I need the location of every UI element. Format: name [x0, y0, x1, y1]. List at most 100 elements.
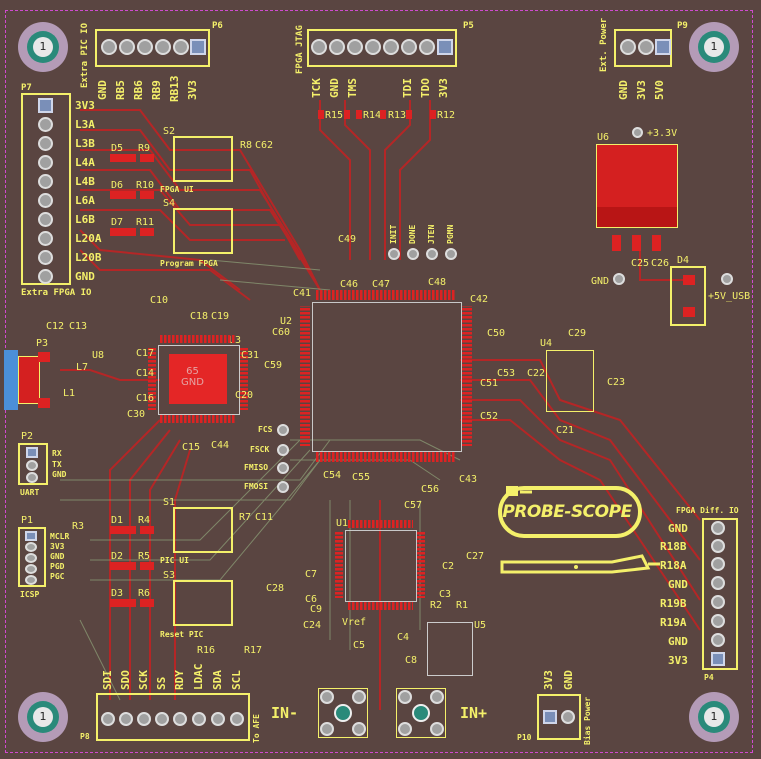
ref-c8: C8 [405, 655, 418, 666]
pad [140, 191, 154, 199]
p2-pin-label: TX [52, 460, 62, 469]
ref-r8: R8 [240, 140, 253, 151]
ref-c10: C10 [150, 295, 169, 306]
p4-pin-label: R18B [660, 540, 687, 553]
pad [110, 526, 136, 534]
ref-c43: C43 [459, 474, 478, 485]
pad [140, 228, 154, 236]
label-vref: Vref [342, 617, 367, 628]
ref-c62: C62 [255, 140, 274, 151]
p7-pin [38, 193, 53, 208]
label-fmosi: FMOSI [244, 482, 269, 491]
header-p1 [18, 527, 46, 587]
switch-s4[interactable] [173, 208, 233, 254]
pad [110, 562, 136, 570]
header-p9-ref: P9 [677, 21, 688, 31]
sma-in-minus[interactable] [318, 688, 368, 738]
p8-pin [173, 712, 187, 726]
p7-pin-label: L4A [75, 156, 95, 169]
pad [110, 228, 136, 236]
ref-c22: C22 [527, 368, 546, 379]
gnd-net-label: GND [591, 276, 610, 287]
switch-s4-label: Program FPGA [160, 259, 218, 268]
ref-c4: C4 [397, 632, 410, 643]
pic-u1 [345, 530, 417, 602]
p4-pin-label: R19A [660, 616, 687, 629]
ref-r4: R4 [138, 515, 151, 526]
chip-u4 [546, 350, 594, 412]
ref-c59: C59 [264, 360, 283, 371]
regulator-u6 [596, 144, 678, 228]
ref-u6: U6 [597, 132, 610, 143]
switch-s1-label: PIC UI [160, 556, 189, 565]
p7-pin-label: L20B [75, 251, 102, 264]
p4-pin [711, 557, 725, 571]
ref-c9: C9 [310, 604, 323, 615]
ref-c29: C29 [568, 328, 587, 339]
p8-pin-label: SDA [211, 670, 224, 690]
ref-d3: D3 [111, 588, 124, 599]
switch-s3[interactable] [173, 580, 233, 626]
test-point-initn [388, 248, 400, 260]
pad [38, 352, 50, 362]
header-p10 [537, 694, 581, 740]
p4-pin [711, 614, 725, 628]
p1-pin-label: PGC [50, 572, 65, 581]
header-p4-title: FPGA Diff. IO [676, 506, 739, 515]
test-point-fmosi [277, 481, 289, 493]
switch-s1[interactable] [173, 507, 233, 553]
ref-s2: S2 [163, 126, 176, 137]
p2-pin [26, 472, 38, 483]
ref-u5: U5 [474, 620, 487, 631]
label-fmiso: FMISO [244, 463, 269, 472]
header-p4 [702, 518, 738, 670]
pad [140, 526, 154, 534]
p2-pin-label: GND [52, 470, 67, 479]
p9-pin [638, 39, 654, 55]
chip-u3: 65 GND [158, 345, 240, 415]
ref-d1: D1 [111, 515, 124, 526]
mount-label: 1 [33, 707, 53, 727]
p7-pin-label: GND [75, 270, 95, 283]
p7-pin [38, 136, 53, 151]
ref-c52: C52 [480, 411, 499, 422]
probe-scope-logo: PROBE-SCOPE [492, 484, 662, 584]
pad [110, 599, 136, 607]
ref-c54: C54 [323, 470, 342, 481]
usb-net-label: +5V_USB [708, 291, 751, 302]
p1-pin-label: 3V3 [50, 542, 65, 551]
p7-pin [38, 155, 53, 170]
ref-c46: C46 [340, 279, 359, 290]
p8-pin [230, 712, 244, 726]
mount-label: 1 [33, 37, 53, 57]
ref-c7: C7 [305, 569, 318, 580]
header-p5 [307, 29, 457, 67]
p8-pin-label: RDY [173, 670, 186, 690]
usb-connector-p3[interactable] [4, 350, 44, 410]
test-point-done [407, 248, 419, 260]
p8-pin-label: SDO [119, 670, 132, 690]
ref-r17: R17 [244, 645, 263, 656]
mount-label: 1 [704, 37, 724, 57]
ref-c49: C49 [338, 234, 357, 245]
pad [140, 154, 154, 162]
ref-c15: C15 [182, 442, 201, 453]
ref-c17: C17 [136, 348, 155, 359]
pad [318, 110, 324, 119]
p10-pin-label: GND [562, 670, 575, 690]
sma-in-plus[interactable] [396, 688, 446, 738]
p4-pin [711, 595, 725, 609]
p4-pin [711, 633, 725, 647]
switch-s2[interactable] [173, 136, 233, 182]
ref-s3: S3 [163, 570, 176, 581]
ref-c60: C60 [272, 327, 291, 338]
switch-s3-label: Reset PIC [160, 630, 204, 639]
header-p6 [95, 29, 210, 67]
ref-c41: C41 [293, 288, 312, 299]
gnd-test-point [613, 273, 625, 285]
p4-pin-label: GND [668, 578, 688, 591]
chip-u3-gnd-pad [169, 354, 227, 404]
